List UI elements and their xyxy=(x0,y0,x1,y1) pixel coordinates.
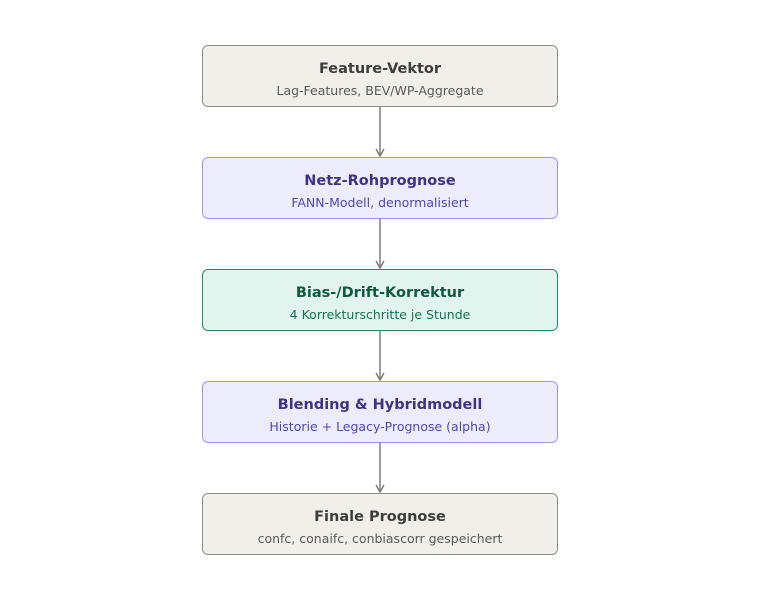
node-title: Bias-/Drift-Korrektur xyxy=(295,285,465,301)
node-subtitle: Historie + Legacy-Prognose (alpha) xyxy=(269,419,491,434)
node-subtitle: Lag-Features, BEV/WP-Aggregate xyxy=(276,83,484,98)
node-feature-vektor: Feature-Vektor Lag-Features, BEV/WP-Aggr… xyxy=(202,45,558,107)
node-netz-rohprognose: Netz-Rohprognose FANN-Modell, denormalis… xyxy=(202,157,558,219)
node-subtitle: 4 Korrekturschritte je Stunde xyxy=(289,307,471,322)
node-title: Feature-Vektor xyxy=(318,61,442,77)
node-blending-hybridmodell: Blending & Hybridmodell Historie + Legac… xyxy=(202,381,558,443)
node-title: Finale Prognose xyxy=(314,509,446,525)
node-subtitle: FANN-Modell, denormalisiert xyxy=(291,195,469,210)
node-title: Netz-Rohprognose xyxy=(304,173,456,189)
node-subtitle: confc, conaifc, conbiascorr gespeichert xyxy=(257,531,503,546)
node-bias-drift-korrektur: Bias-/Drift-Korrektur 4 Korrekturschritt… xyxy=(202,269,558,331)
node-finale-prognose: Finale Prognose confc, conaifc, conbiasc… xyxy=(202,493,558,555)
node-title: Blending & Hybridmodell xyxy=(277,397,483,413)
